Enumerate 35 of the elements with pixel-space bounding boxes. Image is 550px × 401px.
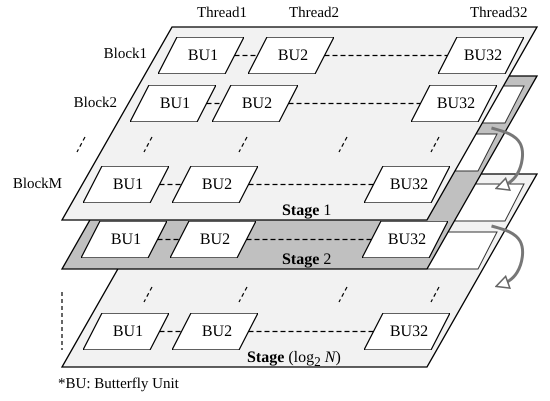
dashed-connector	[160, 184, 182, 186]
column-label: Thread1	[197, 5, 247, 22]
unit-label: BU1	[186, 46, 218, 64]
unit-label: BU32	[462, 46, 502, 64]
dashed-connector	[234, 54, 258, 56]
unit-label: BU2	[198, 230, 230, 248]
unit-label: BU1	[110, 230, 142, 248]
stage-label: Stage 1	[282, 202, 332, 220]
unit-label: BU1	[112, 176, 144, 194]
dashed-connector	[288, 102, 420, 104]
unit-label: BU32	[436, 94, 476, 112]
unit-label: BU2	[276, 46, 308, 64]
dashed-connector	[160, 330, 182, 332]
unit-label: BU2	[200, 322, 232, 340]
unit-label: BU1	[158, 94, 190, 112]
dashed-connector	[248, 184, 374, 186]
row-label: BlockM	[12, 176, 62, 193]
column-label: Thread2	[289, 5, 339, 22]
unit-label: BU1	[112, 322, 144, 340]
unit-label: BU32	[388, 176, 428, 194]
dashed-connector	[324, 54, 448, 56]
column-label: Thread32	[470, 5, 528, 22]
unit-label: BU2	[200, 176, 232, 194]
dashed-connector	[248, 330, 374, 332]
row-label: Block1	[104, 46, 147, 63]
dashed-connector	[206, 102, 222, 104]
unit-label: BU32	[388, 322, 428, 340]
unit-label: BU32	[386, 230, 426, 248]
dashed-connector	[246, 238, 372, 240]
unit-label: BU2	[240, 94, 272, 112]
dashed-connector	[158, 238, 180, 240]
footnote: *BU: Butterfly Unit	[58, 376, 179, 393]
row-label: Block2	[74, 95, 117, 112]
stage-label: Stage 2	[282, 251, 332, 269]
stage-label: Stage (log$_{2}$ N)	[247, 349, 341, 370]
